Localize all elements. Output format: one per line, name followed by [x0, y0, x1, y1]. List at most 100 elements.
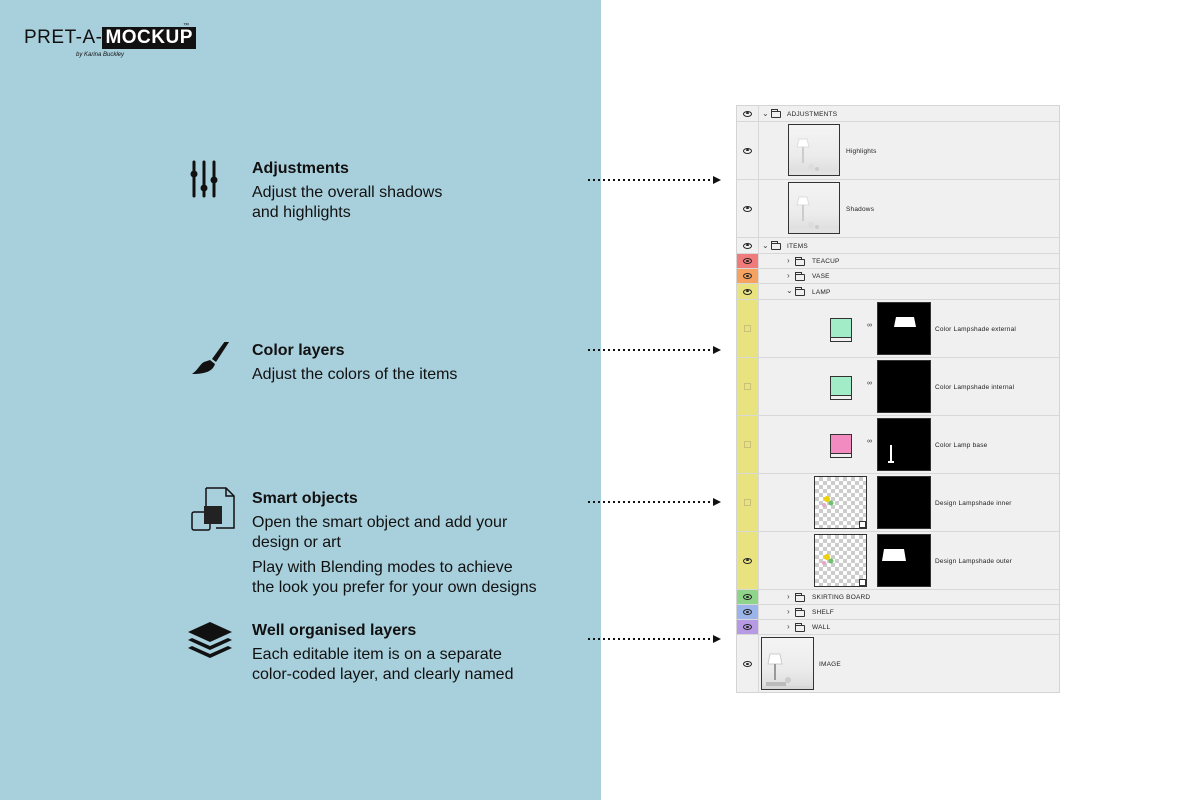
visibility-toggle[interactable] — [737, 269, 759, 283]
layers-panel: ⌄ ADJUSTMENTS Highlights Shadows ⌄ ITEMS… — [736, 105, 1060, 693]
visibility-toggle[interactable] — [737, 106, 759, 121]
visibility-toggle[interactable] — [737, 300, 759, 357]
layers-icon — [188, 622, 232, 658]
feature-title: Adjustments — [252, 160, 349, 177]
color-fill-swatch — [830, 318, 852, 342]
chevron-down-icon[interactable]: ⌄ — [762, 241, 769, 250]
logo-text: PRET-A- — [24, 27, 103, 48]
layer-group-vase[interactable]: › VASE — [737, 269, 1059, 284]
layer-group-items[interactable]: ⌄ ITEMS — [737, 238, 1059, 254]
layer-group-adjustments[interactable]: ⌄ ADJUSTMENTS — [737, 106, 1059, 122]
feature-desc: Open the smart object and add your — [252, 514, 508, 531]
mask-thumbnail — [877, 302, 931, 355]
paintbrush-icon — [192, 342, 230, 374]
visibility-toggle[interactable] — [737, 620, 759, 634]
smart-object-thumbnail — [814, 476, 867, 529]
chevron-down-icon[interactable]: ⌄ — [762, 109, 769, 118]
layer-name: ITEMS — [787, 243, 808, 250]
layer-highlights[interactable]: Highlights — [737, 122, 1059, 180]
visibility-toggle[interactable] — [737, 635, 759, 693]
smart-object-thumbnail — [814, 534, 867, 587]
layer-name: Color Lampshade external — [935, 326, 1017, 333]
folder-icon — [795, 272, 805, 281]
dotted-arrow — [588, 346, 721, 354]
feature-desc: Play with Blending modes to achieve — [252, 559, 513, 576]
layer-design-lampshade-inner[interactable]: Design Lampshade inner — [737, 474, 1059, 532]
eye-icon — [743, 624, 752, 630]
left-panel — [0, 0, 601, 800]
layer-name: Color Lamp base — [935, 442, 988, 449]
eye-icon — [743, 258, 752, 264]
smart-object-badge-icon — [859, 521, 866, 528]
layer-design-lampshade-outer[interactable]: Design Lampshade outer — [737, 532, 1059, 590]
visibility-toggle[interactable] — [737, 284, 759, 299]
layer-thumbnail — [761, 637, 814, 690]
layer-name: Design Lampshade inner — [935, 500, 1012, 507]
folder-icon — [771, 109, 781, 118]
visibility-toggle[interactable] — [737, 416, 759, 473]
eye-icon — [743, 205, 752, 212]
feature-title: Smart objects — [252, 490, 358, 507]
visibility-toggle[interactable] — [737, 180, 759, 237]
chevron-right-icon[interactable]: › — [787, 256, 790, 265]
layer-color-lamp-base[interactable]: ∞ Color Lamp base — [737, 416, 1059, 474]
layer-color-lampshade-internal[interactable]: ∞ Color Lampshade internal — [737, 358, 1059, 416]
color-fill-swatch — [830, 376, 852, 400]
chevron-right-icon[interactable]: › — [787, 592, 790, 601]
dotted-arrow — [588, 176, 721, 184]
chevron-right-icon[interactable]: › — [787, 607, 790, 616]
visibility-toggle[interactable] — [737, 474, 759, 531]
layer-name: SHELF — [812, 609, 834, 616]
layer-name: TEACUP — [812, 258, 840, 265]
chevron-right-icon[interactable]: › — [787, 622, 790, 631]
layer-shadows[interactable]: Shadows — [737, 180, 1059, 238]
hidden-box-icon — [744, 441, 751, 448]
feature-desc: the look you prefer for your own designs — [252, 579, 537, 596]
layer-name: Shadows — [846, 206, 875, 213]
layer-name: VASE — [812, 273, 830, 280]
link-icon: ∞ — [867, 380, 872, 387]
folder-icon — [795, 608, 805, 617]
layer-group-wall[interactable]: › WALL — [737, 620, 1059, 635]
chevron-down-icon[interactable]: ⌄ — [786, 286, 793, 295]
layer-thumbnail — [788, 182, 840, 234]
trademark: ™ — [183, 23, 189, 29]
link-icon: ∞ — [867, 438, 872, 445]
layer-color-lampshade-external[interactable]: ∞ Color Lampshade external — [737, 300, 1059, 358]
dotted-arrow — [588, 498, 721, 506]
visibility-toggle[interactable] — [737, 590, 759, 604]
eye-icon — [743, 242, 752, 249]
layer-group-skirting-board[interactable]: › SKIRTING BOARD — [737, 590, 1059, 605]
eye-icon — [743, 288, 752, 295]
feature-title: Color layers — [252, 342, 345, 359]
layer-image[interactable]: IMAGE — [737, 635, 1059, 693]
folder-icon — [771, 241, 781, 250]
smart-object-icon — [191, 487, 235, 531]
chevron-right-icon[interactable]: › — [787, 271, 790, 280]
layer-group-lamp[interactable]: ⌄ LAMP — [737, 284, 1059, 300]
visibility-toggle[interactable] — [737, 358, 759, 415]
mask-thumbnail — [877, 360, 931, 413]
mask-thumbnail — [877, 418, 931, 471]
logo-text-highlight: MOCKUP — [102, 27, 196, 49]
eye-icon — [743, 110, 752, 117]
folder-icon — [795, 593, 805, 602]
hidden-box-icon — [744, 383, 751, 390]
visibility-toggle[interactable] — [737, 532, 759, 589]
visibility-toggle[interactable] — [737, 238, 759, 253]
feature-desc: color-coded layer, and clearly named — [252, 666, 514, 683]
visibility-toggle[interactable] — [737, 122, 759, 179]
dotted-arrow — [588, 635, 721, 643]
visibility-toggle[interactable] — [737, 254, 759, 268]
eye-icon — [743, 147, 752, 154]
visibility-toggle[interactable] — [737, 605, 759, 619]
feature-desc: Each editable item is on a separate — [252, 646, 502, 663]
eye-icon — [743, 609, 752, 615]
feature-desc: design or art — [252, 534, 341, 551]
link-icon: ∞ — [867, 322, 872, 329]
layer-group-teacup[interactable]: › TEACUP — [737, 254, 1059, 269]
feature-title: Well organised layers — [252, 622, 417, 639]
layer-name: LAMP — [812, 289, 831, 296]
layer-group-shelf[interactable]: › SHELF — [737, 605, 1059, 620]
eye-icon — [743, 557, 752, 564]
